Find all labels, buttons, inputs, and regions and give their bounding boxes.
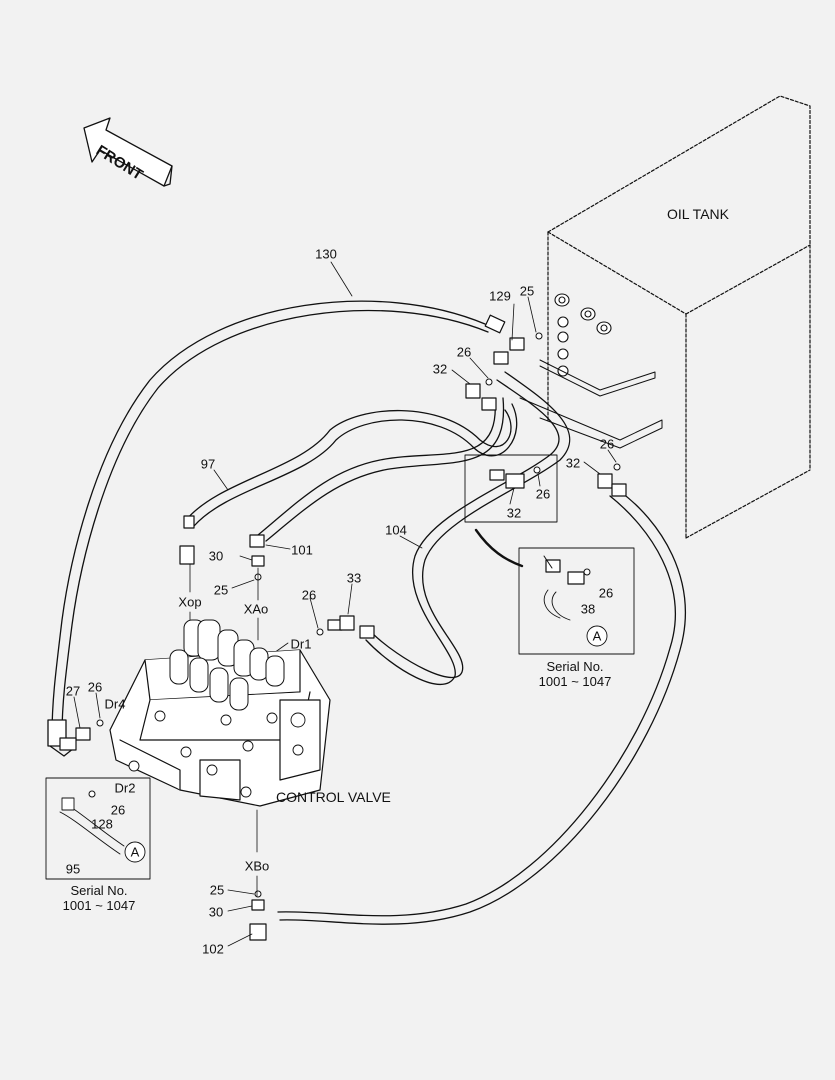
tank-ports xyxy=(554,293,612,377)
part-label-25-a: 25 xyxy=(213,582,229,598)
oil-tank-label: OIL TANK xyxy=(667,206,729,222)
oil-tank xyxy=(547,95,811,539)
hose-102 xyxy=(277,489,686,925)
tank-return-lines xyxy=(519,359,663,449)
part-label-30-b: 30 xyxy=(208,904,224,920)
part-label-25-top: 25 xyxy=(519,283,535,299)
port-label-xop: Xop xyxy=(178,594,202,610)
port-label-dr1: Dr1 xyxy=(290,636,312,652)
front-arrow xyxy=(83,117,173,187)
part-label-26-detail-right: 26 xyxy=(598,585,614,601)
part-label-32-top: 32 xyxy=(432,361,448,377)
serial-note-right: Serial No. 1001 ~ 1047 xyxy=(539,659,612,689)
part-label-97: 97 xyxy=(200,456,216,472)
detail-callout-a-left: A xyxy=(130,844,140,860)
part-label-104: 104 xyxy=(385,522,407,538)
port-label-dr2: Dr2 xyxy=(114,780,136,796)
serial-note-right-line2: 1001 ~ 1047 xyxy=(538,674,612,689)
leader-lines xyxy=(73,261,617,947)
control-valve-body xyxy=(109,619,331,807)
detail-callout-a-right: A xyxy=(592,628,602,644)
fittings xyxy=(59,314,627,941)
part-label-30-a: 30 xyxy=(208,548,224,564)
part-label-38: 38 xyxy=(580,601,596,617)
part-label-26-dr1: 26 xyxy=(301,587,317,603)
part-label-101: 101 xyxy=(291,542,313,558)
serial-note-right-line1: Serial No. xyxy=(546,659,604,674)
part-label-129: 129 xyxy=(489,288,511,304)
detail-box-left xyxy=(45,777,151,880)
detail-box-right xyxy=(474,528,635,655)
serial-note-left: Serial No. 1001 ~ 1047 xyxy=(63,883,136,913)
control-valve-label: CONTROL VALVE xyxy=(276,789,391,805)
port-label-xbo: XBo xyxy=(244,858,270,874)
hose-97 xyxy=(185,403,518,527)
part-label-26-dr4: 26 xyxy=(87,679,103,695)
part-label-26-right: 26 xyxy=(599,436,615,452)
part-label-32-mid: 32 xyxy=(506,505,522,521)
part-label-27: 27 xyxy=(65,683,81,699)
part-label-130: 130 xyxy=(315,246,337,262)
serial-note-left-line1: Serial No. xyxy=(70,883,128,898)
part-label-33: 33 xyxy=(346,570,362,586)
port-label-dr4: Dr4 xyxy=(104,696,126,712)
part-label-95: 95 xyxy=(65,861,81,877)
o-rings xyxy=(88,332,621,898)
part-label-26-detail-left: 26 xyxy=(110,802,126,818)
detail-box-middle xyxy=(464,454,558,523)
port-label-xao: XAo xyxy=(243,601,269,617)
part-label-32-right: 32 xyxy=(565,455,581,471)
part-label-128: 128 xyxy=(91,816,113,832)
part-label-102: 102 xyxy=(202,941,224,957)
hose-104 xyxy=(365,371,571,686)
part-label-26-mid: 26 xyxy=(535,486,551,502)
part-label-26-top: 26 xyxy=(456,344,472,360)
part-label-25-b: 25 xyxy=(209,882,225,898)
serial-note-left-line2: 1001 ~ 1047 xyxy=(62,898,136,913)
hose-101 xyxy=(257,397,505,542)
